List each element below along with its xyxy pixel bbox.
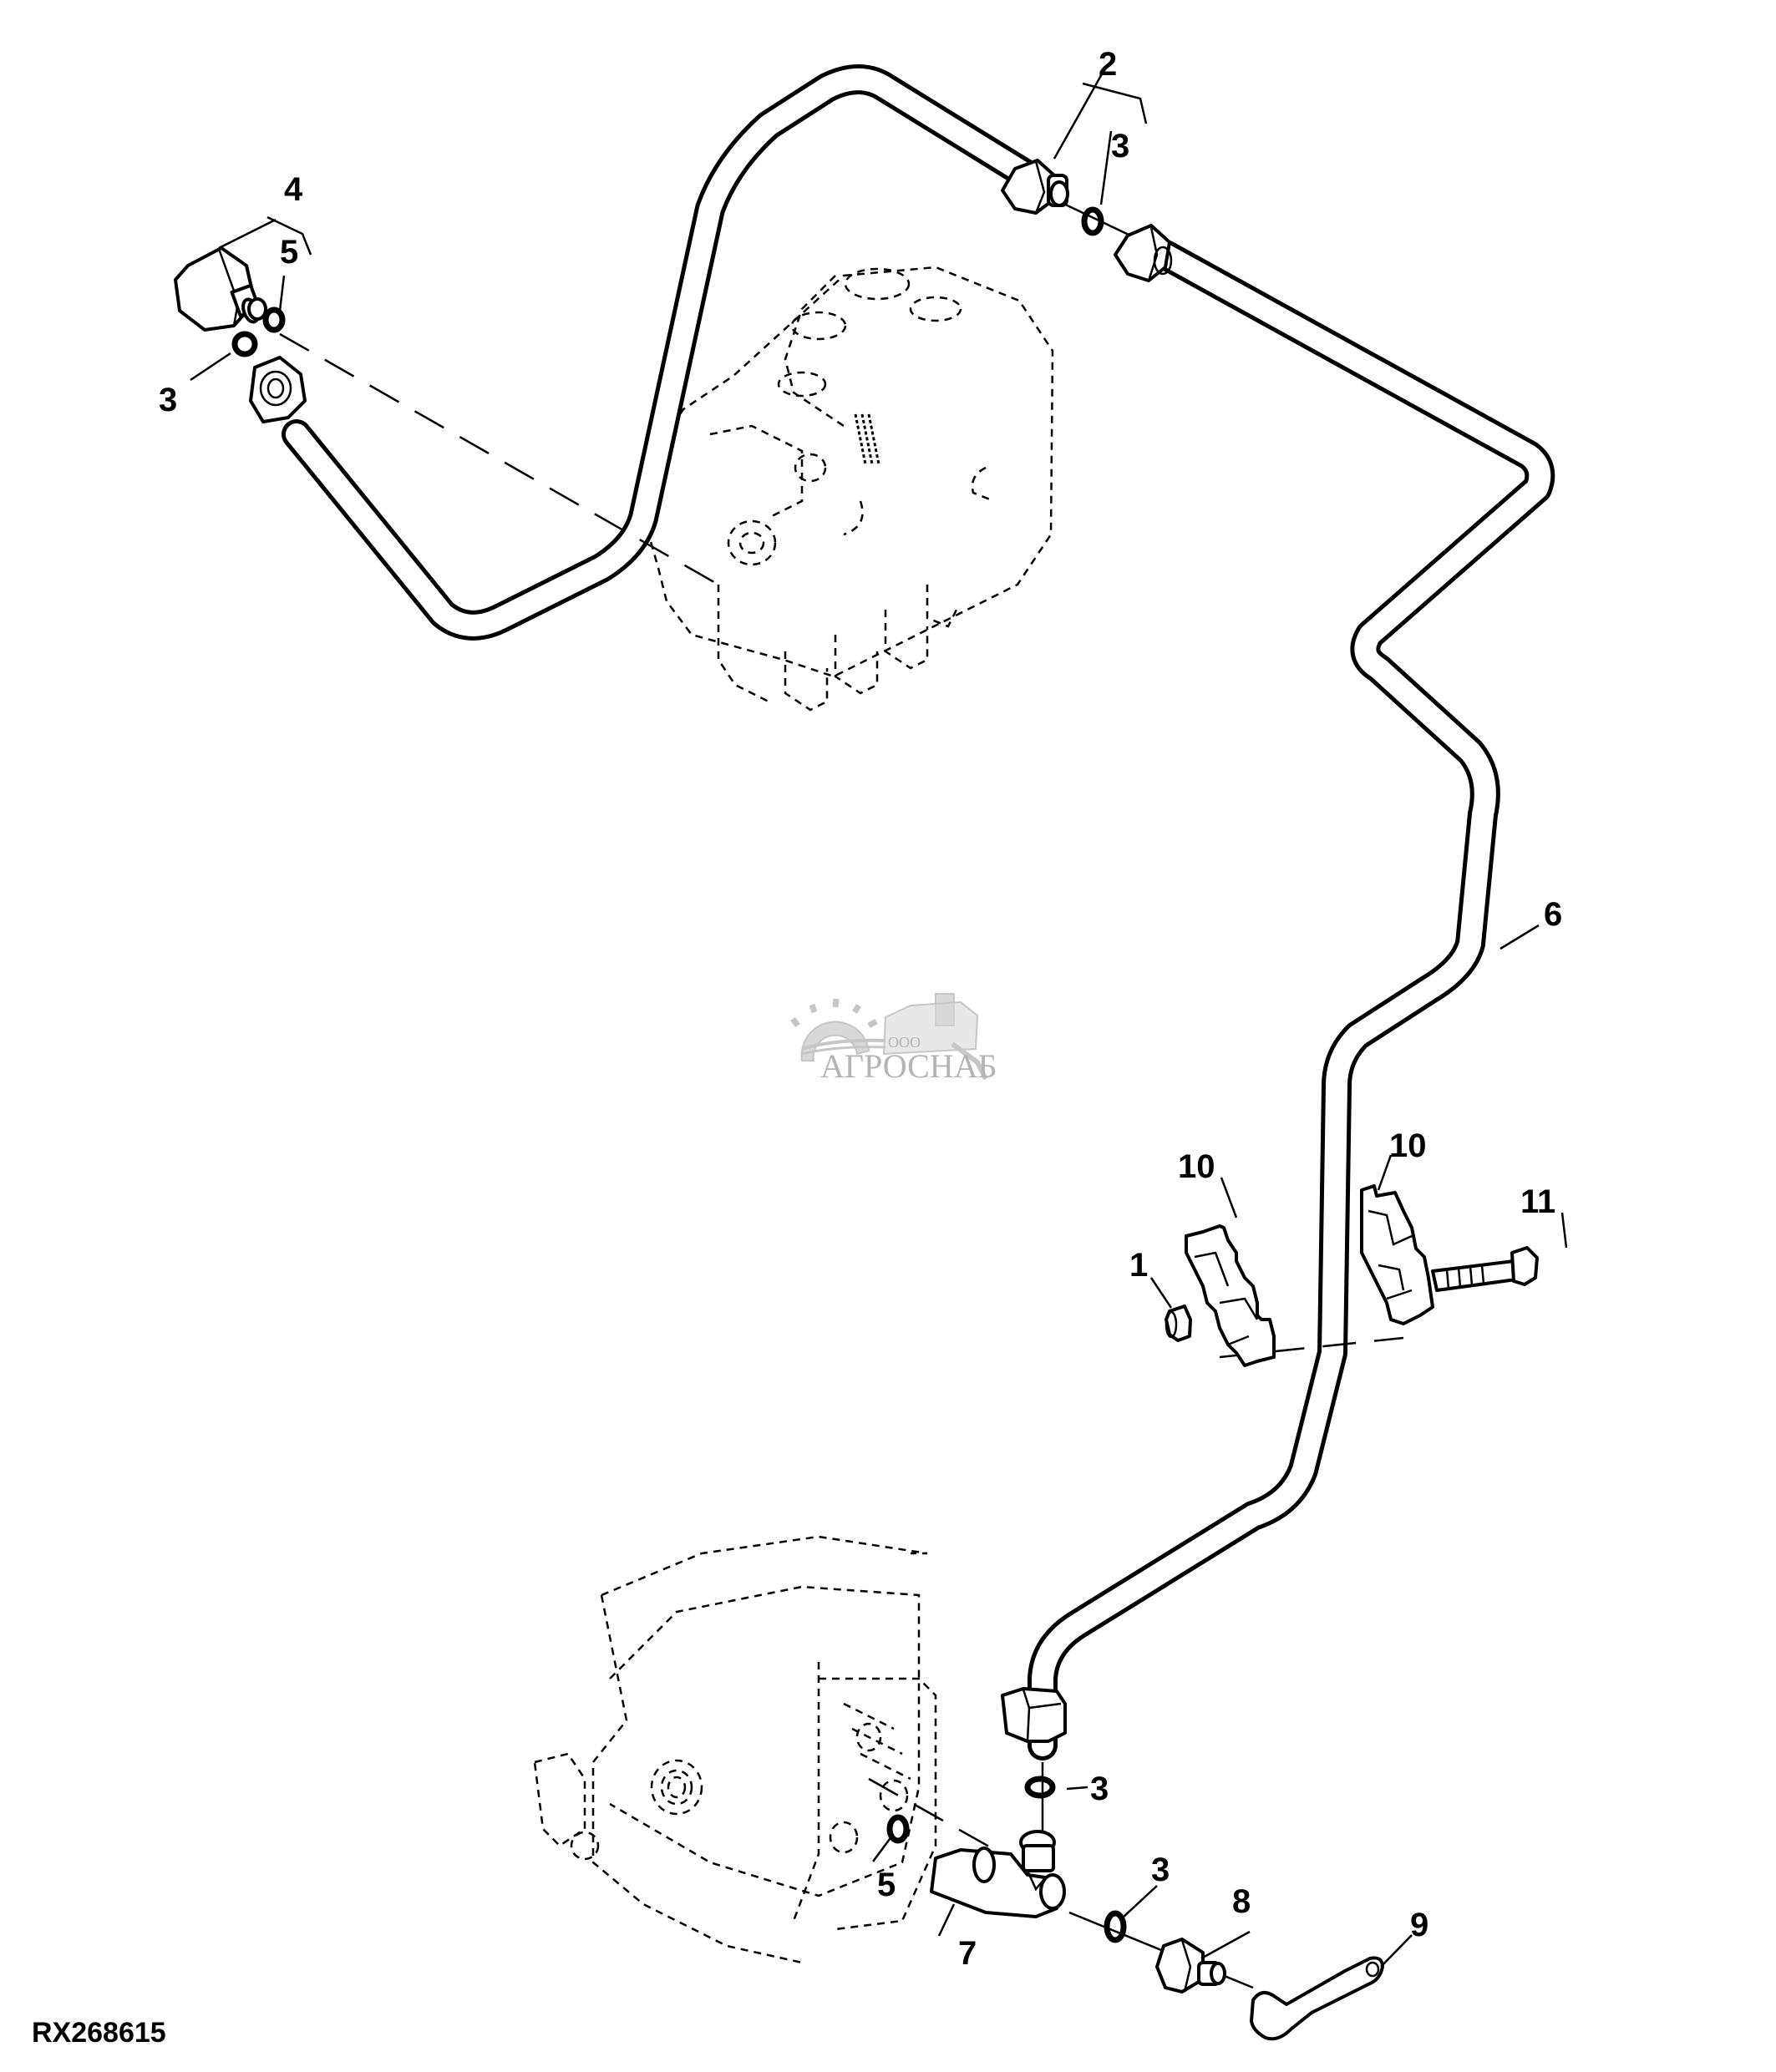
clamp-item-10-left[interactable] <box>1185 1224 1276 1367</box>
nut-item-1[interactable] <box>1165 1304 1192 1342</box>
o-ring-item-3-left[interactable] <box>231 331 258 357</box>
ghost-control-valve <box>640 266 1054 712</box>
tube-nut-lower[interactable] <box>1001 1687 1067 1743</box>
callout-11: 11 <box>1520 1183 1555 1220</box>
fitting-item-2[interactable] <box>1001 159 1069 215</box>
callout-9: 9 <box>1410 1907 1428 1943</box>
callout-10-right: 10 <box>1389 1127 1427 1164</box>
fitting-item-4[interactable] <box>174 246 267 332</box>
ghost-gear-pump <box>533 1535 937 1964</box>
callout-3-lower-b: 3 <box>1151 1852 1170 1888</box>
watermark-gear-icon <box>790 998 878 1061</box>
callout-3-top: 3 <box>1111 128 1129 165</box>
cap-item-9[interactable] <box>1250 1956 1384 2041</box>
o-ring-item-3-lower-side[interactable] <box>1104 1910 1127 1943</box>
fitting-item-8[interactable] <box>1155 1938 1226 1993</box>
callout-5-top: 5 <box>280 234 298 271</box>
bolt-item-11[interactable] <box>1431 1246 1539 1292</box>
tee-fitting-item-7[interactable] <box>930 1830 1066 1918</box>
hydraulic-line-main[interactable] <box>1028 240 1555 1760</box>
callout-3-left: 3 <box>159 382 177 418</box>
callout-4: 4 <box>284 171 303 208</box>
figure-id: RX268615 <box>32 2017 166 2049</box>
watermark-prefix: ООО <box>888 1034 921 1051</box>
watermark-name: АГРОСНАБ <box>820 1047 997 1085</box>
callout-5-bottom: 5 <box>877 1867 896 1903</box>
leader-lines <box>190 64 1568 1968</box>
hydraulic-line-upper[interactable] <box>282 64 1043 641</box>
o-ring-item-3-lower-vertical[interactable] <box>1024 1776 1056 1799</box>
callout-8: 8 <box>1232 1883 1251 1920</box>
callout-7: 7 <box>958 1935 977 1972</box>
o-ring-item-5-top[interactable] <box>262 306 286 333</box>
watermark-combine-icon <box>882 993 988 1081</box>
callout-6: 6 <box>1544 896 1562 933</box>
tube-nut-top-right[interactable] <box>1114 224 1173 282</box>
assembly-axis-upper-left <box>279 332 719 586</box>
assembly-axis-pump <box>868 1777 1003 1856</box>
callout-1: 1 <box>1129 1247 1148 1284</box>
o-ring-item-5-lower[interactable] <box>886 1814 910 1844</box>
callout-10-left: 10 <box>1178 1148 1215 1185</box>
clamp-item-10-right[interactable] <box>1360 1184 1434 1325</box>
callout-3-lower-a: 3 <box>1090 1771 1109 1807</box>
o-ring-item-3-top[interactable] <box>1081 206 1104 236</box>
callout-2: 2 <box>1099 46 1117 83</box>
watermark-logo: ООО АГРОСНАБ <box>790 993 997 1085</box>
tube-nut-upper-left[interactable] <box>249 356 307 423</box>
